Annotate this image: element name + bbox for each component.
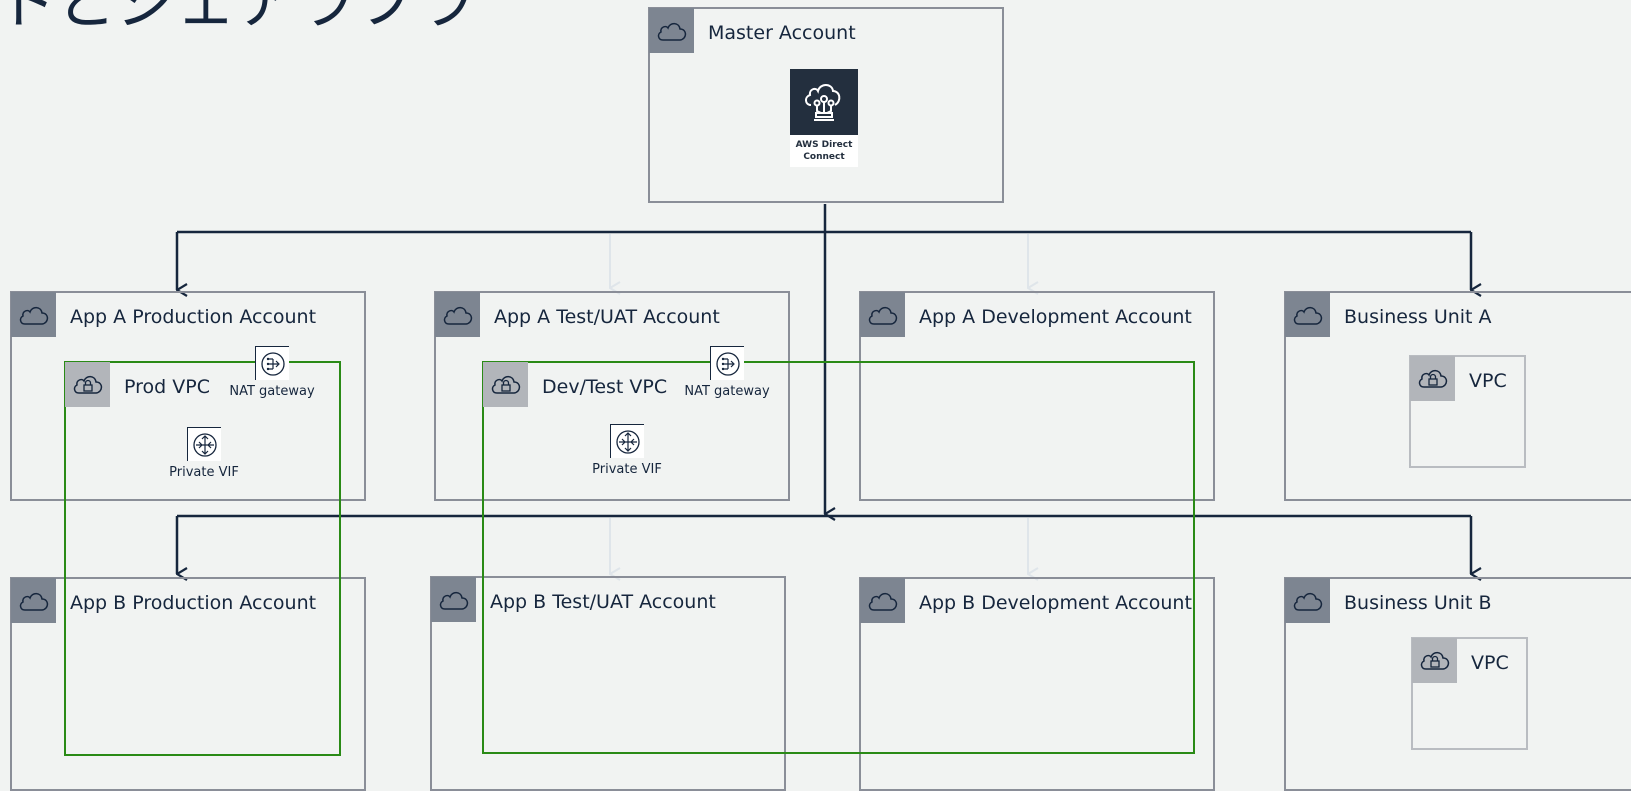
- cloud-icon: [860, 578, 905, 623]
- private-vif-prod[interactable]: Private VIF: [149, 427, 259, 480]
- cloud-lock-icon: [1412, 638, 1457, 683]
- devtest-vpc: Dev/Test VPC: [482, 361, 1195, 754]
- bu-a-vpc: VPC: [1409, 355, 1526, 468]
- page-heading: トとジェアラフラ: [0, 0, 476, 38]
- resource-label: NAT gateway: [684, 384, 770, 399]
- app-a-production-account: App A Production Account: [10, 291, 366, 501]
- direct-connect-icon: [790, 69, 858, 135]
- vpc-title: VPC: [1471, 652, 1509, 674]
- account-title: App B Test/UAT Account: [490, 591, 716, 613]
- cloud-icon: [860, 292, 905, 337]
- cloud-icon: [435, 292, 480, 337]
- resource-label: Private VIF: [169, 465, 239, 480]
- cloud-icon: [649, 8, 694, 53]
- account-title: App A Production Account: [70, 306, 317, 328]
- account-title: App B Production Account: [70, 592, 317, 614]
- app-a-development-account: App A Development Account: [859, 291, 1215, 501]
- private-vif-icon: [187, 427, 221, 461]
- cloud-icon: [1285, 292, 1330, 337]
- resource-label: Private VIF: [592, 462, 662, 477]
- private-vif-devtest[interactable]: Private VIF: [572, 424, 682, 477]
- vpc-title: VPC: [1469, 370, 1507, 392]
- nat-gateway-icon: [255, 346, 289, 380]
- cloud-icon: [11, 292, 56, 337]
- account-title: App A Test/UAT Account: [494, 306, 720, 328]
- nat-gateway-prod[interactable]: NAT gateway: [217, 346, 327, 399]
- master-account-box: Master Account: [648, 7, 1004, 203]
- business-unit-a-account: Business Unit A: [1284, 291, 1631, 501]
- prod-vpc: Prod VPC: [64, 361, 341, 756]
- master-account-title: Master Account: [708, 22, 856, 44]
- cloud-icon: [11, 578, 56, 623]
- account-title: Business Unit B: [1344, 592, 1492, 614]
- app-a-test-account: App A Test/UAT Account: [434, 291, 790, 501]
- resource-label: NAT gateway: [229, 384, 315, 399]
- account-title: App B Development Account: [919, 592, 1192, 614]
- app-b-development-account: App B Development Account: [859, 577, 1215, 791]
- account-title: Business Unit A: [1344, 306, 1492, 328]
- cloud-icon: [431, 577, 476, 622]
- cloud-lock-icon: [483, 362, 528, 407]
- nat-gateway-devtest[interactable]: NAT gateway: [672, 346, 782, 399]
- bu-b-vpc: VPC: [1411, 637, 1528, 750]
- nat-gateway-icon: [710, 346, 744, 380]
- cloud-icon: [1285, 578, 1330, 623]
- cloud-lock-icon: [1410, 356, 1455, 401]
- vpc-title: Dev/Test VPC: [542, 376, 668, 398]
- cloud-lock-icon: [65, 362, 110, 407]
- account-title: App A Development Account: [919, 306, 1192, 328]
- private-vif-icon: [610, 424, 644, 458]
- vpc-title: Prod VPC: [124, 376, 210, 398]
